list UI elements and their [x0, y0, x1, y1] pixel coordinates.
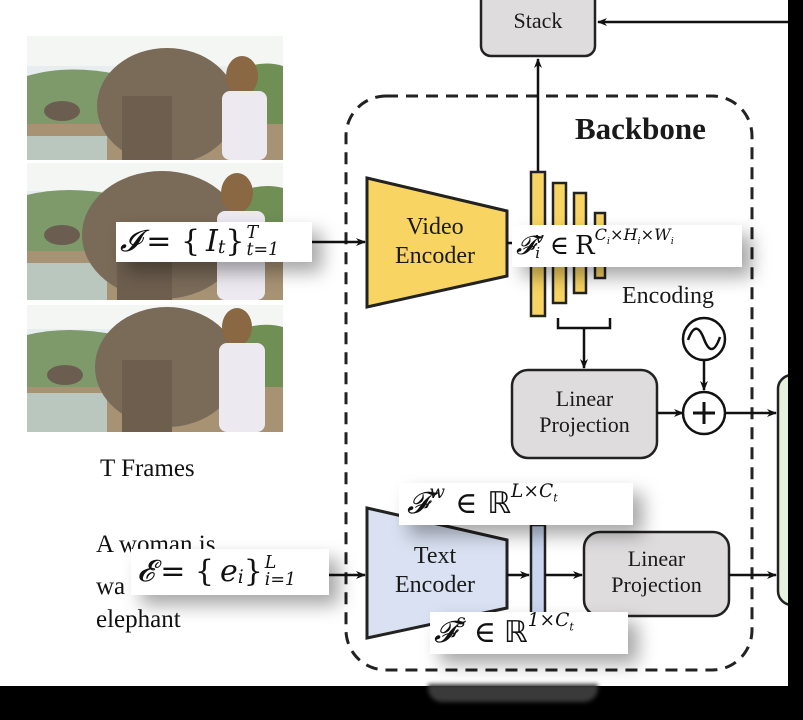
element-of: ∈ [549, 231, 569, 261]
video-encoder-label: Video Encoder [372, 213, 498, 271]
text-encoder-line-1: Text [413, 543, 457, 569]
sentence-feature-symbol: 𝓕 [434, 615, 457, 650]
frames-set-symbol: 𝓘 [120, 224, 141, 259]
dims: L×C [511, 481, 554, 503]
word-feature-symbol: 𝓕 [407, 486, 430, 521]
dim-c-sub: i [606, 236, 610, 248]
video-encoder-line-2: Encoder [395, 242, 475, 269]
text-var-sub: i [237, 567, 244, 589]
video-encoder-line-1: Video [406, 214, 464, 240]
frames-label: T Frames [100, 455, 195, 482]
sentence-feature-formula: 𝓕 s ∈ ℝ 1×Ct [430, 612, 628, 654]
text-encoder-label: Text Encoder [372, 542, 498, 600]
frames-var-sub: t [217, 237, 226, 259]
encoding-label: Encoding [622, 283, 714, 309]
elephant-woman-image [27, 305, 283, 432]
sentence-line-3: elephant [96, 606, 181, 633]
sentence-feature-sup: s [456, 611, 466, 633]
linear-projection-top-line-2: Projection [539, 412, 630, 438]
word-feature-sup: w [429, 482, 446, 504]
text-encoder-shape [365, 506, 509, 640]
bars-bracket [556, 318, 612, 330]
linear-projection-top-label: Linear Projection [512, 386, 657, 439]
visual-feature-symbol: 𝓕 [516, 231, 536, 261]
equals-brace: = { [160, 554, 214, 589]
real-set: R [574, 231, 595, 261]
video-frame-1 [27, 36, 283, 160]
frames-var: I [206, 224, 218, 259]
stack-label: Stack [513, 8, 563, 33]
backbone-container [344, 94, 754, 672]
elephant-woman-image [27, 36, 283, 160]
dim-c: C [594, 225, 607, 245]
fusion-module-box [776, 374, 788, 606]
frames-sup: T [246, 223, 259, 244]
dim-h: ×H [609, 225, 638, 245]
close-brace: } [225, 224, 245, 259]
backbone-label: Backbone [575, 111, 706, 146]
element-of: ∈ [455, 486, 478, 521]
linear-projection-top-line-1: Linear [555, 386, 614, 411]
close-brace: } [243, 554, 263, 589]
sentence-line-2: wa [96, 573, 126, 600]
dims-sub: t [569, 621, 574, 635]
video-encoder-shape [365, 176, 509, 309]
visual-feature-formula: 𝓕 v i ∈ R Ci×Hi×Wi [512, 225, 742, 267]
architecture-diagram [305, 0, 788, 672]
dims: 1×C [527, 610, 570, 632]
text-sup: L [264, 553, 277, 574]
equals-brace: = { [146, 224, 201, 259]
text-encoder-line-2: Encoder [395, 571, 475, 598]
visual-feature-sub: i [535, 244, 541, 262]
linear-projection-bottom-label: Linear Projection [584, 546, 729, 599]
visual-feature-sup: v [535, 228, 544, 247]
dim-w-sub: i [670, 236, 674, 248]
drop-shadow [428, 684, 598, 702]
text-sub: i=1 [264, 570, 296, 590]
stack-box [479, 0, 597, 58]
frames-sub: t=1 [246, 240, 280, 260]
dims-sub: t [553, 492, 558, 506]
diagram-canvas: Stack Backbone Video Encoder Encoding Li… [0, 0, 788, 686]
video-frame-3 [27, 305, 283, 432]
dim-w: ×W [640, 225, 671, 245]
word-feature-formula: 𝓕 w ∈ ℝ L×Ct [399, 483, 633, 525]
dim-h-sub: i [637, 236, 641, 248]
linear-projection-bottom-line-1: Linear [627, 546, 686, 571]
real-set: ℝ [503, 615, 528, 650]
element-of: ∈ [473, 615, 496, 650]
text-var: e [219, 554, 238, 589]
text-set-symbol: 𝓔 [137, 554, 155, 589]
real-set: ℝ [487, 486, 512, 521]
linear-projection-bottom-line-2: Projection [611, 572, 702, 598]
